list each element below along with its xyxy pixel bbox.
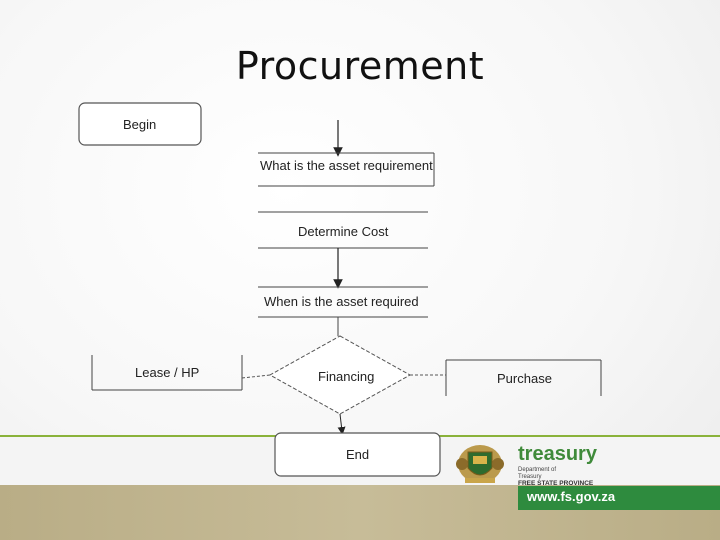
url-bar <box>518 486 720 510</box>
province-line: FREE STATE PROVINCE <box>518 480 594 487</box>
treasury-line: Treasury <box>518 474 542 480</box>
treasury-wordmark: treasury <box>518 443 597 465</box>
slide-title: Procurement <box>235 44 485 88</box>
decision-diamond <box>268 335 412 415</box>
right-option-label: Purchase <box>497 371 552 386</box>
step1-label: What is the asset requirement <box>260 158 433 173</box>
step3-label: When is the asset required <box>264 294 419 309</box>
coat-of-arms-logo <box>456 445 504 483</box>
step2-label: Determine Cost <box>298 224 389 239</box>
begin-label: Begin <box>123 117 156 132</box>
website-link[interactable]: www.fs.gov.za <box>527 489 616 504</box>
end-box <box>274 432 441 477</box>
begin-box <box>78 102 202 146</box>
left-option-label: Lease / HP <box>135 365 199 380</box>
arrow-decision-end <box>337 413 346 435</box>
department-line: Department of <box>518 467 557 473</box>
decision-label: Financing <box>318 369 374 384</box>
end-label: End <box>346 447 369 462</box>
